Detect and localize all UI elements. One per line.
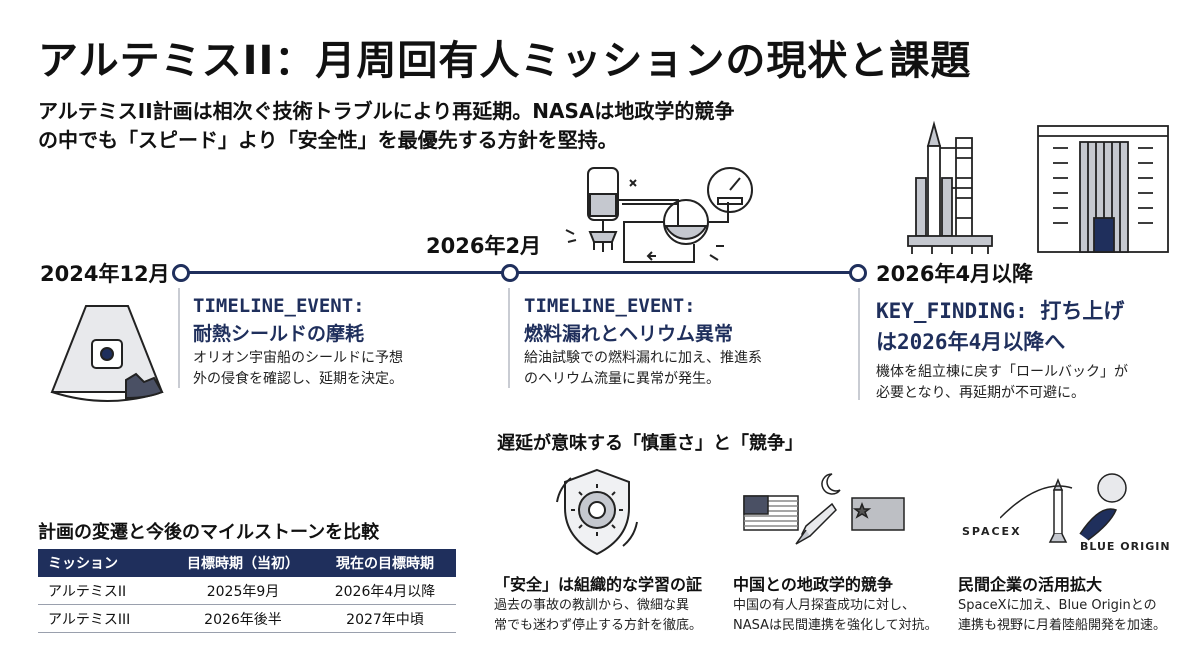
subtitle-line-2: の中でも「スピード」より「安全性」を最優先する方針を堅持。 (38, 128, 618, 152)
table-header-original-target: 目標時期（当初） (172, 549, 314, 577)
flags-rocket-moon-icon (743, 473, 905, 545)
table-header-row: ミッション 目標時期（当初） 現在の目標時期 (38, 549, 456, 577)
event-date-2: 2026年2月 (426, 234, 542, 258)
subtitle-line-1: アルテミスII計画は相次ぐ技術トラブルにより再延期。NASAは地政学的競争 (38, 99, 735, 123)
event-date-1: 2024年12月 (40, 262, 170, 286)
meaning-col-1-desc-line-2: 常でも迷わず停止する方針を徹底。 (494, 618, 703, 633)
meaning-col-3-title: 民間企業の活用拡大 (958, 575, 1103, 594)
timeline-event-bar-3 (858, 288, 860, 400)
event-date-3: 2026年4月以降 (876, 262, 1034, 286)
meaning-col-2-desc-line-2: NASAは民間連携を強化して対抗。 (733, 618, 938, 633)
spacex-blue-origin-icon (1000, 473, 1127, 543)
table-cell: 2026年後半 (172, 604, 314, 633)
event-desc-1-line-2: 外の侵食を確認し、延期を決定。 (193, 371, 403, 387)
meaning-col-3-desc-line-1: SpaceXに加え、Blue Originとの (958, 598, 1157, 613)
event-tag-2: TIMELINE_EVENT: (524, 295, 696, 317)
milestone-table-title: 計画の変遷と今後のマイルストーンを比較 (38, 522, 380, 543)
event-desc-2-line-1: 給油試験での燃料漏れに加え、推進系 (524, 350, 762, 366)
orion-capsule-icon (50, 305, 164, 402)
event-tag-1: TIMELINE_EVENT: (193, 295, 365, 317)
timeline-dot-2 (501, 264, 519, 282)
timeline-dot-1 (172, 264, 190, 282)
table-cell: アルテミスII (38, 577, 172, 605)
meaning-col-3-desc-line-2: 連携も視野に月着陸船開発を加速。 (958, 618, 1167, 633)
meaning-col-1-title: 「安全」は組織的な学習の証 (494, 575, 703, 594)
fuel-system-icon (565, 167, 753, 263)
event-desc-3-line-1: 機体を組立棟に戻す「ロールバック」が (876, 364, 1128, 380)
timeline-event-bar-2 (508, 288, 510, 388)
event-desc-2-line-2: のヘリウム流量に異常が発生。 (524, 371, 720, 387)
table-cell: 2027年中頃 (314, 604, 456, 633)
event-title-1: 耐熱シールドの摩耗 (193, 323, 365, 345)
table-cell: 2026年4月以降 (314, 577, 456, 605)
table-row: アルテミスIII 2026年後半 2027年中頃 (38, 604, 456, 633)
spacex-logo: SPACEX (962, 525, 1022, 538)
launch-pad-vab-icon (907, 120, 1169, 254)
key-finding-line-1: KEY_FINDING: 打ち上げ (876, 299, 1125, 323)
table-header-current-target: 現在の目標時期 (314, 549, 456, 577)
timeline-event-bar-1 (178, 288, 180, 388)
table-cell: アルテミスIII (38, 604, 172, 633)
table-cell: 2025年9月 (172, 577, 314, 605)
meaning-section-title: 遅延が意味する「慎重さ」と「競争」 (497, 433, 803, 454)
key-finding-line-2: は2026年4月以降へ (876, 330, 1066, 354)
timeline-dot-3 (849, 264, 867, 282)
meaning-col-1-desc-line-1: 過去の事故の教訓から、微細な異 (494, 598, 690, 613)
table-row: アルテミスII 2025年9月 2026年4月以降 (38, 577, 456, 605)
page-title: アルテミスII：月周回有人ミッションの現状と課題 (38, 38, 972, 84)
meaning-col-2-desc-line-1: 中国の有人月探査成功に対し、 (733, 598, 916, 613)
milestone-table: ミッション 目標時期（当初） 現在の目標時期 アルテミスII 2025年9月 2… (38, 549, 456, 633)
blue-origin-logo: BLUE ORIGIN (1080, 540, 1171, 553)
event-desc-3-line-2: 必要となり、再延期が不可避に。 (876, 385, 1086, 401)
event-title-2: 燃料漏れとヘリウム異常 (524, 323, 734, 345)
table-header-mission: ミッション (38, 549, 172, 577)
shield-gear-icon (556, 468, 638, 556)
event-desc-1-line-1: オリオン宇宙船のシールドに予想 (193, 350, 403, 366)
meaning-col-2-title: 中国との地政学的競争 (733, 575, 893, 594)
